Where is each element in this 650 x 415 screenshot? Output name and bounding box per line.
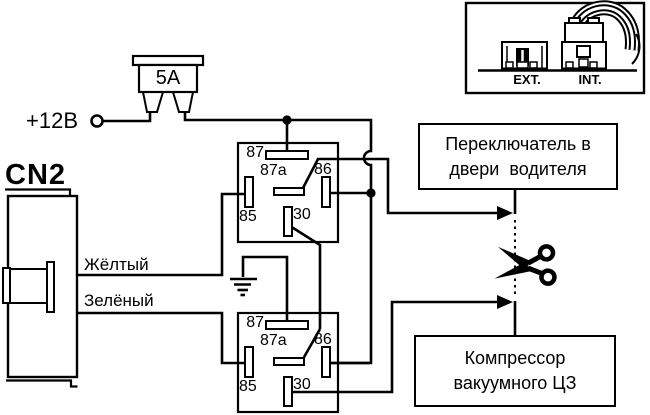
wire-relay1-30-down xyxy=(289,224,322,329)
relay2-box xyxy=(236,311,340,414)
arrowhead-to-compressor-line xyxy=(497,295,513,309)
relay2-pin86-label: 86 xyxy=(314,331,332,348)
cn2-label: CN2 xyxy=(5,159,67,191)
relay1-pin85-bar xyxy=(244,176,254,208)
ribbon-cable-icon xyxy=(568,0,641,65)
compressor-line1: Компрессор xyxy=(464,348,566,368)
ground-icon xyxy=(230,277,257,297)
int-socket-icon xyxy=(561,41,607,70)
relay1-box xyxy=(236,141,340,244)
relay2-pin30-label: 30 xyxy=(293,376,311,393)
wire-green xyxy=(77,311,248,365)
scissors-icon xyxy=(494,244,557,286)
relay2-pin87-label: 87 xyxy=(246,314,264,331)
relay2-pin30-bar xyxy=(283,376,293,407)
door-switch-line2: двери водителя xyxy=(449,158,587,179)
relay1-pin87-label: 87 xyxy=(246,144,264,161)
yellow-wire-label: Жёлтый xyxy=(84,255,149,274)
ext-socket-icon xyxy=(501,41,548,70)
wire-plus-rail xyxy=(183,112,373,365)
relay1-pin85-label: 85 xyxy=(239,208,257,225)
wire-relay2-armature xyxy=(301,328,322,360)
fuse-icon xyxy=(131,54,205,113)
relay1-pin87a-bar xyxy=(273,187,305,196)
relay2-pin85-label: 85 xyxy=(239,378,257,395)
relay1-pin87-bar xyxy=(265,150,309,160)
junction-dot xyxy=(366,188,376,198)
compressor-line2: вакуумного ЦЗ xyxy=(453,373,577,393)
relay1-pin86-label: 86 xyxy=(314,161,332,178)
wire-yellow xyxy=(77,192,248,277)
arrowhead-to-switch-line xyxy=(497,206,513,220)
green-wire-label: Зелёный xyxy=(84,291,154,310)
junction-dot xyxy=(282,115,292,125)
ext-label: EXT. xyxy=(513,72,541,87)
relay1-pin86-bar xyxy=(321,176,331,208)
relay1-pin30-label: 30 xyxy=(293,206,311,223)
int-plug-icon xyxy=(564,17,604,43)
power-terminal-icon xyxy=(90,114,104,128)
cn2-connector-icon xyxy=(2,188,79,388)
relay1-pin87a-label: 87a xyxy=(260,162,287,179)
wire-relay1-87a-out xyxy=(300,157,500,215)
fuse-rating-label: 5A xyxy=(155,67,181,89)
relay2-pin87-bar xyxy=(265,320,309,330)
int-label: INT. xyxy=(578,72,602,87)
relay2-pin86-bar xyxy=(321,346,331,378)
power-label: +12В xyxy=(26,108,78,133)
wire-ground xyxy=(241,255,289,321)
relay2-pin87a-label: 87a xyxy=(260,332,287,349)
door-switch-box: Переключатель в двери водителя xyxy=(418,123,618,190)
relay1-pin30-bar xyxy=(283,206,293,237)
door-switch-line1: Переключатель в xyxy=(445,133,591,154)
relay2-pin87a-bar xyxy=(273,357,305,366)
relay2-pin85-bar xyxy=(244,346,254,378)
compressor-box: Компрессор вакуумного ЦЗ xyxy=(414,335,616,407)
connector-inset xyxy=(464,0,646,95)
wire-relay2-30-out xyxy=(291,300,500,394)
wire-power-to-fuse xyxy=(103,112,152,123)
